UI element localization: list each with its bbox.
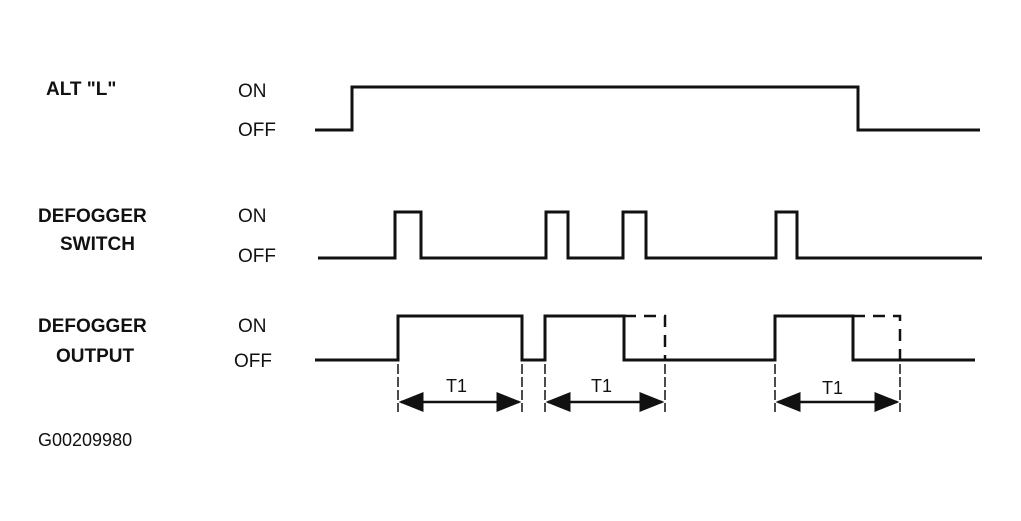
switch-on-label: ON: [238, 206, 267, 227]
defogger-output-dashed-extension: [624, 314, 667, 360]
defogger-output-dashed-extension: [853, 314, 902, 360]
defogger-switch-waveform: [318, 210, 982, 260]
output-on-label: ON: [238, 316, 267, 337]
interval-label-t1: T1: [446, 376, 467, 396]
figure-code: G00209980: [38, 430, 132, 450]
interval-label-t1: T1: [822, 378, 843, 398]
signal-name-output-line2: OUTPUT: [56, 346, 135, 367]
defogger-output-waveform: [315, 314, 975, 362]
alt-on-label: ON: [238, 81, 267, 102]
alt-off-label: OFF: [238, 120, 276, 141]
alt-l-waveform: [315, 85, 980, 132]
interval-label-t1: T1: [591, 376, 612, 396]
output-off-label: OFF: [234, 351, 272, 372]
signal-name-alt-l: ALT "L": [46, 79, 116, 100]
switch-off-label: OFF: [238, 246, 276, 267]
signal-name-output-line1: DEFOGGER: [38, 316, 147, 337]
signal-name-switch-line1: DEFOGGER: [38, 206, 147, 227]
signal-name-switch-line2: SWITCH: [60, 234, 135, 255]
